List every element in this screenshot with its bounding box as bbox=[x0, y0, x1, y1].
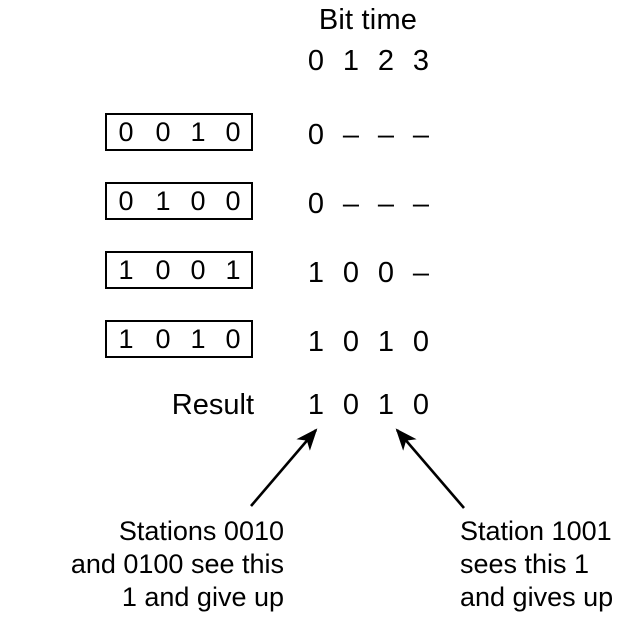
station-0010-address-bit-0: 0 bbox=[118, 117, 134, 147]
annotation-left-line-0: Stations 0010 bbox=[118, 516, 284, 546]
station-1001-address-bit-2: 0 bbox=[190, 255, 206, 285]
bit-time-column-0: 0 bbox=[307, 45, 325, 77]
station-0010-transmitted-bit-0: 0 bbox=[307, 119, 325, 151]
station-0010-address-bit-3: 0 bbox=[225, 117, 241, 147]
station-1010-transmitted-bit-0: 1 bbox=[307, 326, 325, 358]
station-0010-transmitted-row: 0––– bbox=[301, 118, 453, 152]
station-1010-address-bit-1: 0 bbox=[155, 324, 171, 354]
arrow-right-icon bbox=[395, 428, 465, 509]
station-0100-address-bit-0: 0 bbox=[118, 186, 134, 216]
station-1010-transmitted-bit-1: 0 bbox=[342, 326, 360, 358]
result-label: Result bbox=[171, 389, 254, 421]
station-1010-address-bit-0: 1 bbox=[118, 324, 134, 354]
result-bit-3: 0 bbox=[412, 389, 430, 421]
annotation-right-line-2: and gives up bbox=[460, 582, 614, 612]
station-0100-address-bit-3: 0 bbox=[225, 186, 241, 216]
station-1001-transmitted-bit-0: 1 bbox=[307, 257, 325, 289]
station-0100-address-bit-1: 1 bbox=[155, 186, 171, 216]
station-0100-transmitted-bit-1: – bbox=[342, 188, 360, 220]
station-1001-address-bit-0: 1 bbox=[118, 255, 134, 285]
arrow-left-icon bbox=[250, 428, 318, 507]
result-bit-0: 1 bbox=[307, 389, 325, 421]
station-0010-address-bit-2: 1 bbox=[190, 117, 206, 147]
station-0100-transmitted-bit-2: – bbox=[377, 188, 395, 220]
station-0010-transmitted-bit-3: – bbox=[412, 119, 430, 151]
bit-time-column-1: 1 bbox=[342, 45, 360, 77]
result-bit-2: 1 bbox=[377, 389, 395, 421]
annotation-left-line-2: 1 and give up bbox=[121, 582, 284, 612]
station-0010-transmitted-bit-1: – bbox=[342, 119, 360, 151]
station-1010-transmitted-bit-2: 1 bbox=[377, 326, 395, 358]
station-1001-transmitted-bit-1: 0 bbox=[342, 257, 360, 289]
station-1001-address-bit-3: 1 bbox=[225, 255, 241, 285]
station-0100-transmitted-row: 0––– bbox=[301, 187, 453, 221]
result-bit-1: 0 bbox=[342, 389, 360, 421]
annotation-right-line-0: Station 1001 bbox=[460, 516, 612, 546]
annotation-right-line-1: sees this 1 bbox=[460, 549, 590, 579]
station-1010-transmitted-bit-3: 0 bbox=[412, 326, 430, 358]
station-0100-address-bit-2: 0 bbox=[190, 186, 206, 216]
station-0100-transmitted-bit-0: 0 bbox=[307, 188, 325, 220]
bit-time-title: Bit time bbox=[318, 4, 418, 36]
annotation-left-line-1: and 0100 see this bbox=[70, 549, 284, 579]
station-0010-address-bit-1: 0 bbox=[155, 117, 171, 147]
station-0010-transmitted-bit-2: – bbox=[377, 119, 395, 151]
station-1001-transmitted-bit-2: 0 bbox=[377, 257, 395, 289]
station-1001-transmitted-bit-3: – bbox=[412, 257, 430, 289]
station-1010-address-bit-2: 1 bbox=[190, 324, 206, 354]
bit-time-column-3: 3 bbox=[412, 45, 430, 77]
station-0100-transmitted-bit-3: – bbox=[412, 188, 430, 220]
station-1010-address-bit-3: 0 bbox=[225, 324, 241, 354]
station-1001-address-bit-1: 0 bbox=[155, 255, 171, 285]
bit-time-column-2: 2 bbox=[377, 45, 395, 77]
